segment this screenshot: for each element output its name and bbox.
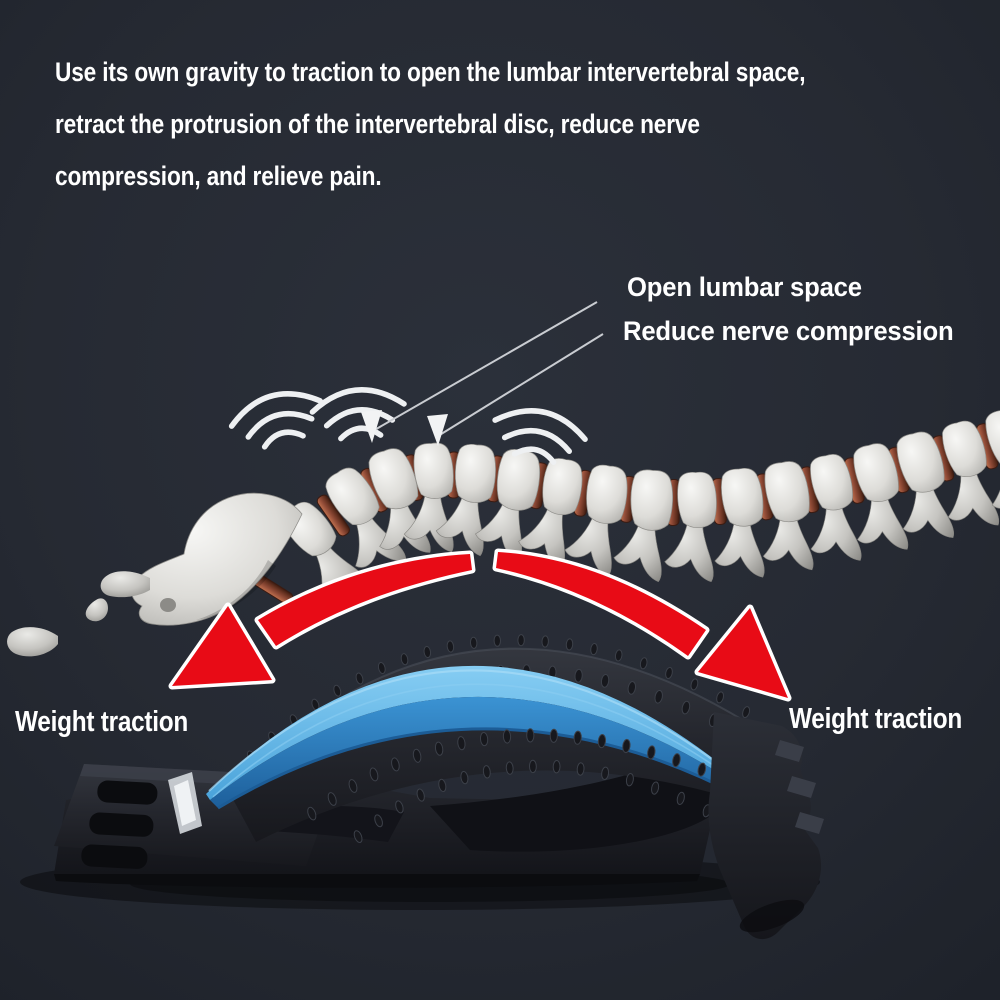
callout-line	[437, 333, 604, 437]
massage-nub	[639, 657, 648, 670]
massage-nub	[502, 729, 512, 744]
massage-nub	[672, 753, 681, 768]
weight-traction-label-left: Weight traction	[15, 706, 189, 738]
massage-nub	[369, 767, 379, 782]
massage-nub	[647, 745, 656, 760]
right-traction-arrow-icon	[492, 548, 792, 702]
callout-triangle-icon	[427, 414, 448, 446]
lumbar-stretcher-device	[54, 634, 824, 940]
open-lumbar-space-label: Open lumbar space	[627, 272, 862, 302]
massage-nub	[374, 814, 383, 828]
massage-nub	[327, 792, 337, 806]
massage-nub	[526, 728, 535, 743]
massage-nub	[528, 759, 537, 774]
massage-nub	[423, 645, 432, 659]
massage-nub	[690, 678, 699, 691]
massage-nub	[576, 762, 585, 776]
sacrum-bone	[7, 492, 303, 657]
massage-nub	[482, 765, 491, 779]
massage-nub	[517, 634, 525, 647]
intro-line-2: retract the protrusion of the interverte…	[55, 109, 700, 139]
intro-line-3: compression, and relieve pain.	[55, 161, 382, 191]
callout-line	[370, 301, 598, 433]
massage-nub	[574, 668, 583, 683]
massage-nub	[446, 640, 455, 653]
massage-nub	[353, 830, 363, 843]
massage-nub	[493, 634, 502, 647]
acupressure-pad	[206, 665, 745, 810]
massage-nub	[438, 778, 447, 793]
massage-nub	[460, 770, 469, 785]
support-leg	[708, 712, 824, 940]
massage-nub	[622, 738, 631, 754]
massage-nub	[697, 762, 707, 777]
massage-nub	[665, 666, 673, 680]
reduce-nerve-compression-label: Reduce nerve compression	[623, 316, 954, 346]
massage-nub	[479, 732, 489, 747]
massage-nub	[651, 781, 660, 795]
massage-nub-row	[307, 728, 732, 821]
massage-nub	[614, 649, 623, 662]
intro-paragraph: Use its own gravity to traction to open …	[55, 46, 948, 202]
callout-lines	[361, 301, 604, 446]
massage-nub	[601, 766, 610, 780]
massage-nub	[627, 681, 636, 695]
massage-nub	[590, 643, 598, 656]
left-traction-arrow-icon	[168, 550, 476, 690]
massage-nub	[412, 748, 422, 763]
massage-nub	[565, 638, 574, 651]
massage-nub	[625, 773, 634, 787]
massage-nub	[681, 700, 691, 715]
massage-nub	[348, 779, 358, 793]
vertebra-body	[676, 471, 718, 529]
callout-triangle-icon	[361, 410, 382, 443]
massage-nub	[391, 757, 400, 772]
massage-nub	[676, 791, 685, 805]
massage-nub	[654, 689, 663, 704]
massage-nub	[600, 674, 610, 688]
massage-nub	[457, 736, 466, 751]
vertebra-body	[452, 442, 499, 505]
massage-nub	[355, 672, 364, 685]
vibration-arcs-icon	[228, 387, 588, 465]
weight-traction-label-right: Weight traction	[789, 703, 963, 735]
massage-nub	[469, 636, 478, 649]
massage-nub	[552, 760, 561, 774]
massage-nub	[434, 741, 444, 756]
massage-nub	[395, 800, 404, 814]
massage-nub	[377, 661, 386, 675]
massage-nub	[541, 635, 549, 648]
massage-nub	[400, 653, 409, 666]
massage-nub	[333, 684, 342, 697]
massage-nub-row	[246, 634, 751, 763]
massage-nub	[573, 730, 582, 745]
massage-nub	[549, 728, 558, 743]
massage-nub	[742, 706, 751, 719]
massage-nub	[597, 734, 607, 749]
massage-nub	[307, 806, 317, 821]
vertebra-body	[628, 468, 676, 533]
massage-nub	[416, 788, 425, 802]
massage-nub	[716, 691, 725, 704]
intro-line-1: Use its own gravity to traction to open …	[55, 57, 806, 87]
massage-nub	[505, 761, 514, 775]
